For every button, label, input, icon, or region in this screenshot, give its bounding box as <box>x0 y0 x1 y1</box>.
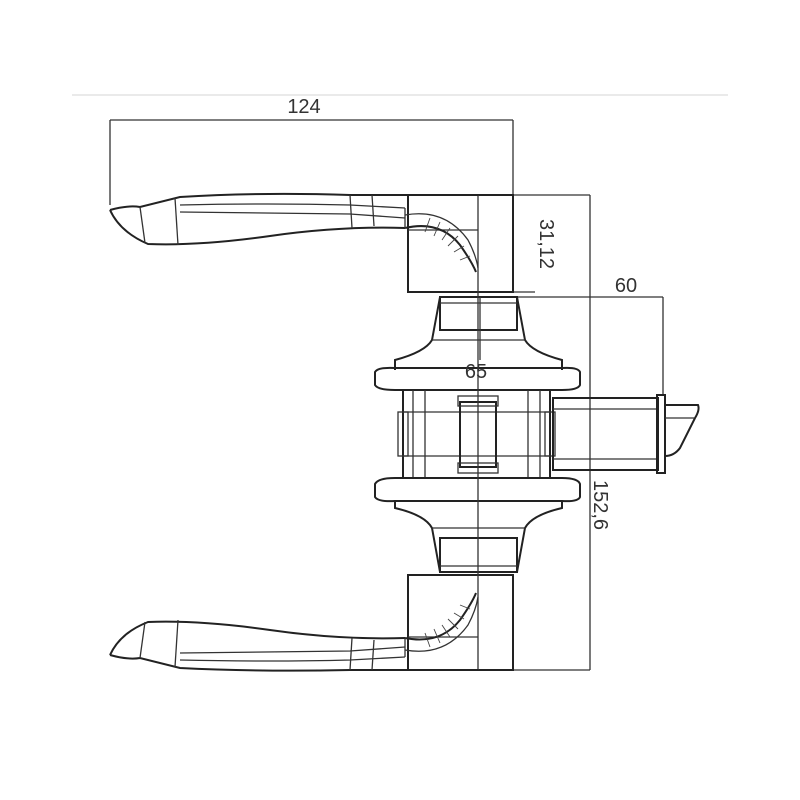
dimension-overall-height: 152,6 <box>513 195 611 671</box>
dimension-rose-height: 31,12 <box>513 194 590 293</box>
dim-label-65: 65 <box>465 361 487 383</box>
lock-body: 65 <box>374 292 581 575</box>
dimension-lever-length: 124 <box>109 96 514 205</box>
bottom-lever-handle <box>109 574 514 672</box>
dim-label-31-12: 31,12 <box>535 219 557 269</box>
latch-assembly <box>552 394 700 474</box>
dim-label-60: 60 <box>615 275 637 297</box>
top-lever-handle <box>109 192 514 293</box>
dim-label-152-6: 152,6 <box>589 480 611 530</box>
dim-label-124: 124 <box>287 96 320 118</box>
